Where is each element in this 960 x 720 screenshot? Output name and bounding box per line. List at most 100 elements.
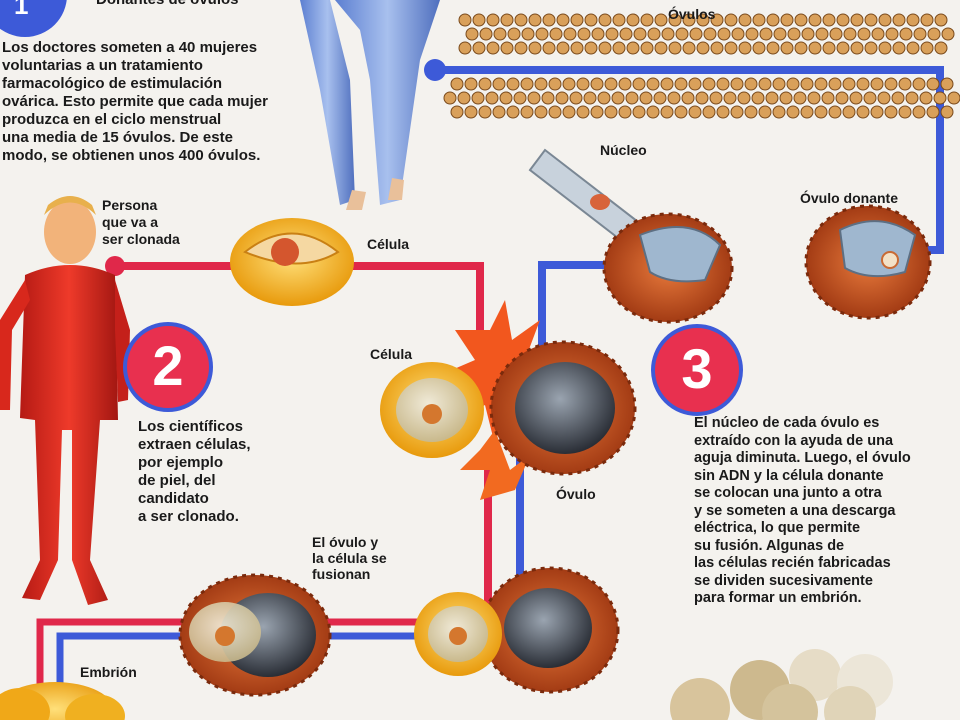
step3-number: 3 xyxy=(681,337,713,400)
ovule-dot xyxy=(828,105,842,119)
step1-number: 1 xyxy=(14,0,29,20)
ovule-dot xyxy=(534,77,548,91)
ovule-dot xyxy=(640,41,654,55)
ovule-dot xyxy=(863,91,877,105)
ovule-dot xyxy=(500,41,514,55)
ovule-dot xyxy=(506,105,520,119)
ovule-dot xyxy=(625,91,639,105)
ovule-dot xyxy=(507,27,521,41)
ovule-dot xyxy=(737,91,751,105)
ovule-dot xyxy=(626,41,640,55)
person-connector-dot xyxy=(105,256,125,276)
ovule-dot xyxy=(856,77,870,91)
ovule-dot xyxy=(570,13,584,27)
step1-badge-circle xyxy=(0,0,67,37)
ovule-dot xyxy=(744,105,758,119)
ovule-dot xyxy=(934,41,948,55)
ovule-dot xyxy=(660,105,674,119)
ovulos-label: Óvulos xyxy=(668,6,716,22)
ovule-dot xyxy=(548,77,562,91)
ovulos-connector-dot xyxy=(424,59,446,81)
ovule-dot xyxy=(885,27,899,41)
ovule-dot xyxy=(878,41,892,55)
ovule-dot xyxy=(618,77,632,91)
ovule-dot xyxy=(696,41,710,55)
ovule-dot xyxy=(520,77,534,91)
ovule-dot xyxy=(738,41,752,55)
ovule-dot xyxy=(850,13,864,27)
ovule-dot xyxy=(563,27,577,41)
ovule-dot xyxy=(478,77,492,91)
ovule-dot xyxy=(520,105,534,119)
ovule-dot xyxy=(695,91,709,105)
ovule-dot xyxy=(758,105,772,119)
ovule-dot xyxy=(786,105,800,119)
ovule-dot xyxy=(759,27,773,41)
ovule-dot xyxy=(703,27,717,41)
ovule-dot xyxy=(773,27,787,41)
donor-cell-top xyxy=(230,218,354,306)
ovule-dot xyxy=(807,91,821,105)
ovule-dot xyxy=(485,91,499,105)
ovule-dot xyxy=(486,13,500,27)
celula-mid-label: Célula xyxy=(370,346,413,362)
ovule-dot xyxy=(745,27,759,41)
ovule-dot xyxy=(870,105,884,119)
ovule-dot xyxy=(576,105,590,119)
ovule-dot xyxy=(891,91,905,105)
ovule-dot xyxy=(548,105,562,119)
ovule-dot xyxy=(556,13,570,27)
step2-text: Los científicos extraen células, por eje… xyxy=(138,418,251,525)
ovule-dot xyxy=(688,77,702,91)
embryo-cells xyxy=(0,682,125,720)
ovule-dot xyxy=(527,91,541,105)
ovule-dot xyxy=(569,91,583,105)
ovule-dot xyxy=(458,13,472,27)
ovule-dot xyxy=(801,27,815,41)
ovule-dot xyxy=(576,77,590,91)
ovule-dot xyxy=(730,77,744,91)
ovule-dot xyxy=(906,13,920,27)
ovule-dot xyxy=(794,41,808,55)
ovule-dot xyxy=(765,91,779,105)
ovule-dot xyxy=(800,77,814,91)
ovule-dot xyxy=(590,105,604,119)
ovule-dot xyxy=(926,77,940,91)
ovule-dot xyxy=(584,13,598,27)
ovule-dot xyxy=(877,91,891,105)
ovule-dot xyxy=(584,41,598,55)
ovule-dot xyxy=(562,77,576,91)
ovule-dot xyxy=(842,77,856,91)
ovule-dot xyxy=(716,77,730,91)
ovule-dot xyxy=(464,105,478,119)
ovule-dot xyxy=(549,27,563,41)
ovule-dot xyxy=(689,27,703,41)
ovule-dot xyxy=(577,27,591,41)
ovule-dot xyxy=(717,27,731,41)
step1-text: Los doctores someten a 40 mujeres volunt… xyxy=(2,39,268,164)
cell-ovum-pair-mid xyxy=(380,340,637,476)
ovule-dot xyxy=(856,105,870,119)
ovule-dot xyxy=(612,41,626,55)
ovule-dot xyxy=(822,41,836,55)
ovule-dot xyxy=(800,105,814,119)
ovule-dot xyxy=(926,105,940,119)
ovule-dot xyxy=(486,41,500,55)
ovule-dot xyxy=(724,41,738,55)
ovule-dot xyxy=(905,91,919,105)
ovule-dot xyxy=(597,91,611,105)
ovule-dot xyxy=(633,27,647,41)
ovule-dot xyxy=(864,41,878,55)
ovule-dot xyxy=(612,13,626,27)
ovule-dot xyxy=(514,13,528,27)
nucleo-label: Núcleo xyxy=(600,142,647,158)
ovule-dot xyxy=(738,13,752,27)
ovule-dot xyxy=(730,105,744,119)
ovule-dot xyxy=(556,41,570,55)
woman-legs-figure xyxy=(300,0,440,210)
ovule-dot xyxy=(710,41,724,55)
ovule-dot xyxy=(583,91,597,105)
ovule-dot xyxy=(646,77,660,91)
ovule-dot xyxy=(752,13,766,27)
ovule-dot xyxy=(744,77,758,91)
